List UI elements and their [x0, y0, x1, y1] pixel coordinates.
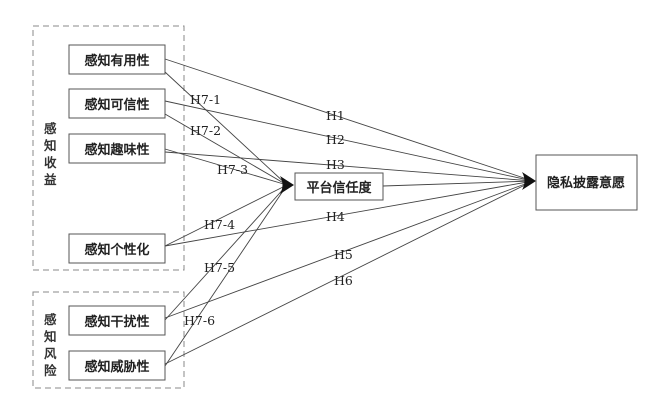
arrow-head-icon [522, 172, 536, 190]
risk-label-char: 风 [44, 346, 57, 361]
edge-label-h6: H6 [334, 273, 353, 288]
edge-h5 [164, 180, 534, 319]
edge-h7-5 [164, 184, 288, 321]
edge-label-h7-6: H7-6 [184, 313, 215, 328]
edge-h4 [164, 180, 534, 247]
node-credibility-label: 感知可信性 [84, 97, 149, 113]
edge-h7-1 [164, 71, 288, 186]
benefit-label-char: 收 [44, 155, 57, 170]
edge-h1 [164, 58, 534, 182]
risk-label-char: 知 [43, 329, 57, 344]
node-threat [68, 350, 166, 381]
edge-h6 [164, 180, 534, 365]
node-personalization [68, 233, 166, 264]
node-usefulness [68, 44, 166, 75]
benefit-label-char: 益 [44, 172, 57, 187]
edge-h2 [164, 100, 534, 182]
edge-label-h4: H4 [326, 209, 345, 224]
edge-label-h1: H1 [326, 108, 345, 123]
edge-label-h7-3: H7-3 [217, 162, 248, 177]
edge-label-h2: H2 [326, 132, 345, 147]
edge-h7-2 [164, 113, 288, 186]
risk-label-char: 感 [44, 312, 57, 327]
node-intention [535, 154, 638, 211]
benefit-label-char: 知 [43, 138, 57, 153]
edge-h7-4 [164, 184, 288, 247]
perceived-risk-label: 感 知 风 险 [43, 312, 57, 378]
perceived-benefit-label: 感 知 收 益 [43, 121, 57, 187]
edge-h7-6 [164, 184, 288, 367]
perceived-benefit-group [32, 25, 185, 271]
edge-label-h7-5: H7-5 [204, 260, 235, 275]
node-trust-label: 平台信任度 [306, 180, 372, 196]
node-intention-label: 隐私披露意愿 [547, 175, 625, 191]
node-threat-label: 感知威胁性 [84, 359, 149, 375]
edge-label-h7-4: H7-4 [204, 217, 235, 232]
node-interference [68, 305, 166, 336]
edge-trust-intention [382, 180, 534, 187]
node-interest [68, 133, 166, 164]
risk-label-char: 险 [44, 363, 57, 378]
arrow-head-icon [280, 176, 294, 194]
node-interest-label: 感知趣味性 [84, 142, 149, 158]
edge-h3 [164, 151, 534, 182]
edge-label-h7-1: H7-1 [190, 92, 221, 107]
node-interference-label: 感知干扰性 [84, 314, 149, 330]
perceived-risk-group [32, 291, 185, 389]
benefit-label-char: 感 [44, 121, 57, 136]
node-credibility [68, 88, 166, 119]
edge-label-h7-2: H7-2 [190, 123, 221, 138]
node-trust [294, 172, 384, 201]
edge-h7-3 [164, 148, 288, 186]
node-usefulness-label: 感知有用性 [84, 53, 149, 69]
node-personalization-label: 感知个性化 [84, 242, 149, 258]
edge-label-h3: H3 [326, 157, 345, 172]
edge-label-h5: H5 [334, 247, 353, 262]
